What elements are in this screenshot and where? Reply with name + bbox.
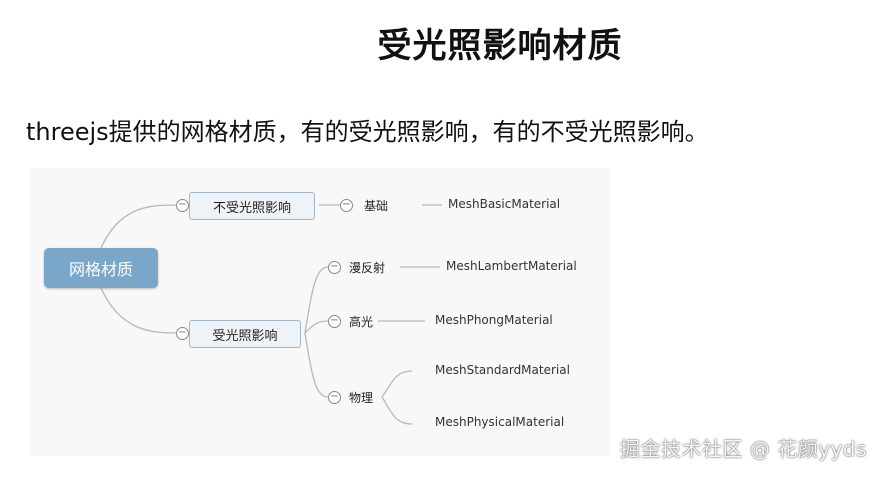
leaf-label-basic: 基础 <box>364 199 389 213</box>
connector-branch2-phong <box>304 320 329 334</box>
connector-branch2-lambert <box>304 266 329 334</box>
collapse-toggle[interactable]: − <box>340 199 353 212</box>
connector-root-branch2 <box>100 287 177 334</box>
branch-node-unaffected[interactable]: 不受光照影响 <box>189 192 315 220</box>
watermark: 掘金技术社区 @ 花颜yyds <box>619 437 867 461</box>
material-phong: MeshPhongMaterial <box>435 313 553 327</box>
mindmap: 网格材质 − 不受光照影响 − 基础 MeshBasicMaterial − 受… <box>30 168 610 456</box>
collapse-toggle[interactable]: − <box>328 391 341 404</box>
branch-node-affected[interactable]: 受光照影响 <box>189 320 301 348</box>
material-physical: MeshPhysicalMaterial <box>435 415 565 429</box>
material-standard: MeshStandardMaterial <box>435 363 570 377</box>
connector-physical-standard <box>381 370 413 398</box>
collapse-toggle[interactable]: − <box>328 261 341 274</box>
connector-physical-physical <box>381 396 413 425</box>
connector-root-branch1 <box>100 204 177 249</box>
material-basic: MeshBasicMaterial <box>448 197 561 211</box>
leaf-label-physical: 物理 <box>349 391 374 405</box>
mindmap-connectors <box>100 204 442 425</box>
material-lambert: MeshLambertMaterial <box>446 259 577 273</box>
collapse-toggle[interactable]: − <box>328 315 341 328</box>
connector-branch2-physical <box>304 332 329 398</box>
collapse-toggle[interactable]: − <box>176 199 189 212</box>
leaf-label-diffuse: 漫反射 <box>349 261 386 275</box>
collapse-toggle[interactable]: − <box>176 327 189 340</box>
page-title: 受光照影响材质 <box>377 26 623 66</box>
root-node[interactable]: 网格材质 <box>44 248 158 288</box>
intro-text: threejs提供的网格材质，有的受光照影响，有的不受光照影响。 <box>26 118 709 146</box>
leaf-label-specular: 高光 <box>349 315 374 329</box>
